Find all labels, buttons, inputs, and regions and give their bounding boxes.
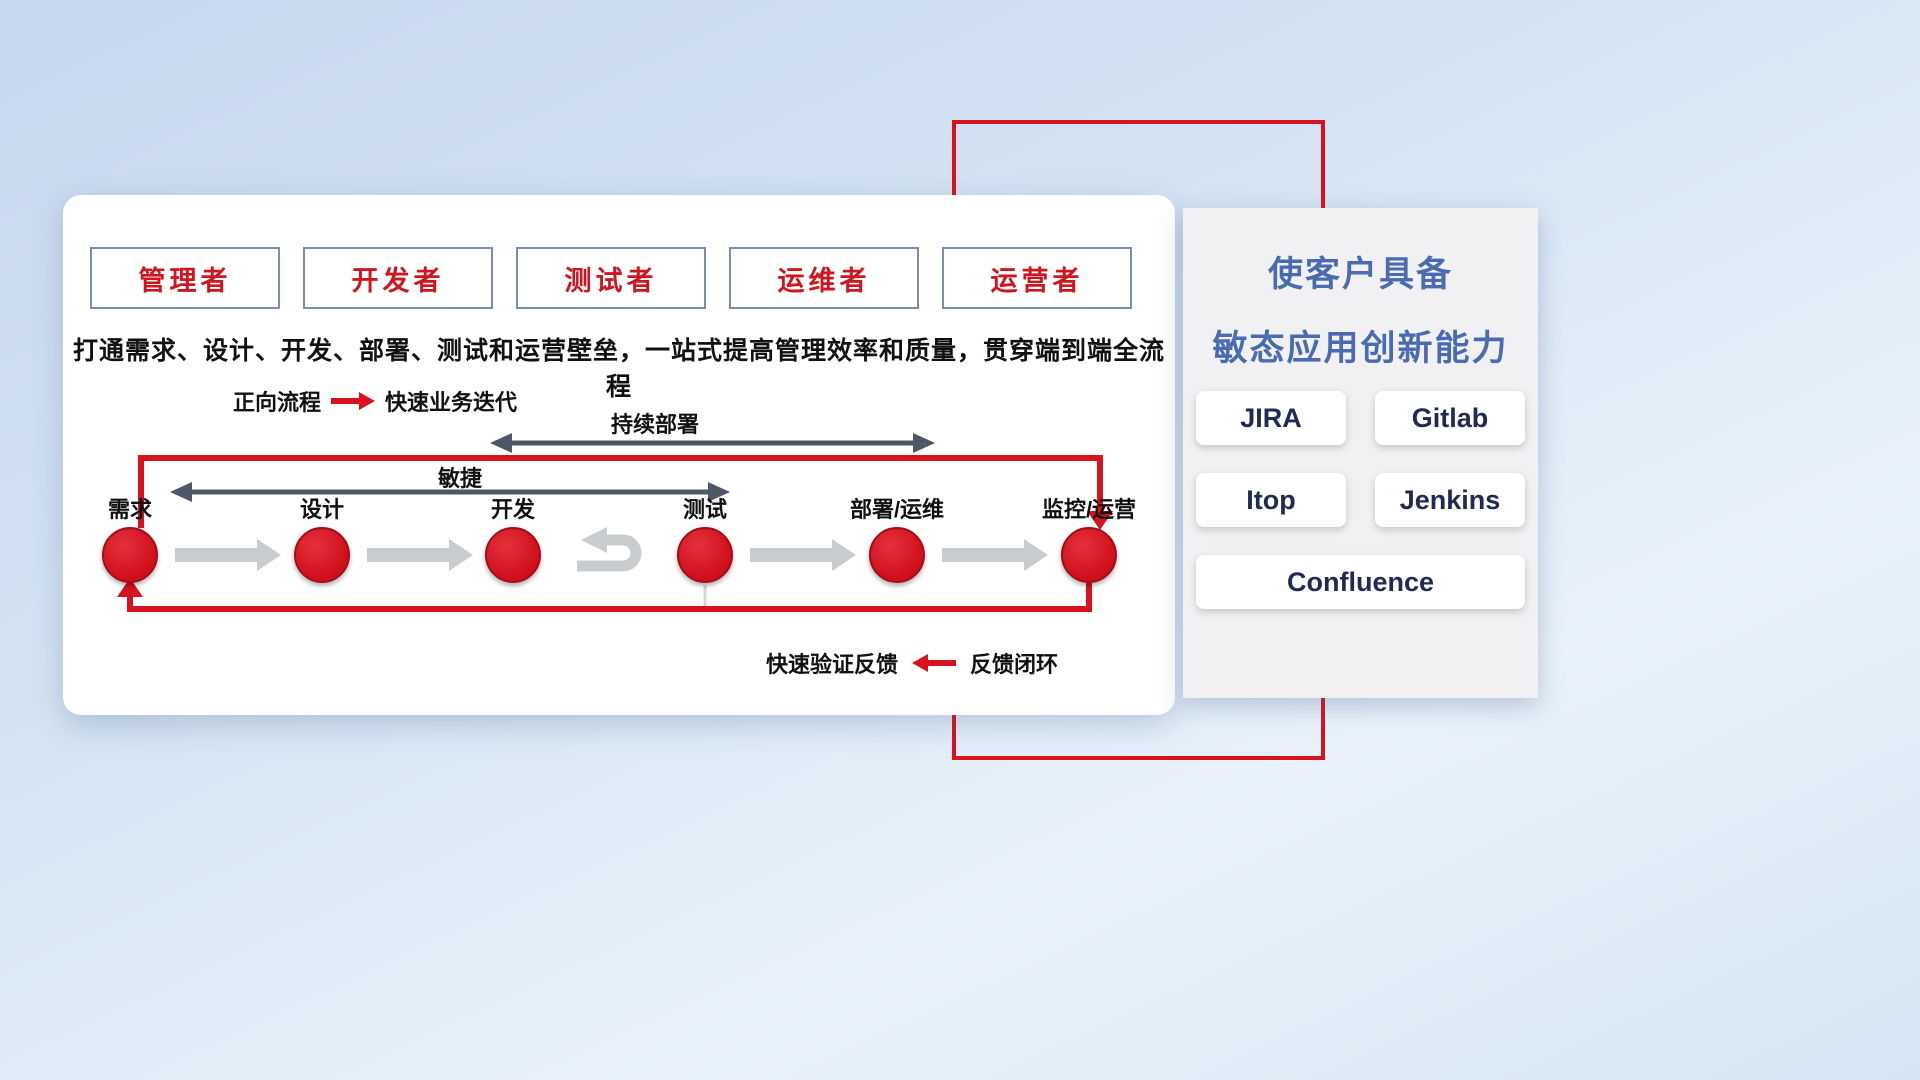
- agile-label: 敏捷: [437, 466, 483, 491]
- stage-node-icon: [294, 527, 350, 583]
- role-label: 开发者: [351, 265, 445, 296]
- roles-row: 管理者 开发者 测试者 运维者 运营者: [90, 247, 1132, 309]
- tool-jenkins: Jenkins: [1375, 473, 1525, 527]
- tool-confluence: Confluence: [1196, 555, 1525, 609]
- stage-label: 部署/运维: [849, 497, 945, 522]
- stage-label: 需求: [107, 497, 152, 522]
- panel-title: 使客户具备 敏态应用创新能力: [1183, 238, 1538, 386]
- stage-node-icon: [102, 527, 158, 583]
- stage-node-icon: [485, 527, 541, 583]
- tool-jira: JIRA: [1196, 391, 1346, 445]
- role-box-developer: 开发者: [303, 247, 493, 309]
- role-box-operator: 运营者: [942, 247, 1132, 309]
- workflow-card: 管理者 开发者 测试者 运维者 运营者 打通需求、设计、开发、部署、测试和运营壁…: [63, 195, 1175, 715]
- feedback-arrow-icon: [912, 654, 957, 672]
- stage-label: 开发: [490, 497, 535, 522]
- tool-itop: Itop: [1196, 473, 1346, 527]
- stage-deploy-ops: 部署/运维: [850, 497, 944, 583]
- tool-gitlab: Gitlab: [1375, 391, 1525, 445]
- role-label: 测试者: [564, 265, 658, 296]
- legend-feedback-value: 反馈闭环: [970, 652, 1059, 677]
- legend-forward-label: 正向流程: [233, 390, 322, 415]
- role-label: 管理者: [138, 265, 232, 296]
- capability-panel: 使客户具备 敏态应用创新能力 JIRA Gitlab Itop Jenkins …: [1183, 208, 1538, 698]
- legend-feedback-label: 快速验证反馈: [766, 652, 899, 677]
- panel-title-line2: 敏态应用创新能力: [1212, 329, 1509, 368]
- stage-requirements: 需求: [102, 497, 158, 583]
- stage-node-icon: [869, 527, 925, 583]
- role-label: 运维者: [777, 265, 871, 296]
- role-box-tester: 测试者: [516, 247, 706, 309]
- stage-monitor-operate: 监控/运营: [1042, 497, 1136, 583]
- stage-node-icon: [677, 527, 733, 583]
- legend-forward-value: 快速业务迭代: [385, 390, 518, 415]
- continuous-deploy-label: 持续部署: [610, 412, 700, 437]
- legend-forward: 正向流程 快速业务迭代: [233, 385, 517, 417]
- stage-node-icon: [1061, 527, 1117, 583]
- forward-arrow-icon: [331, 392, 376, 410]
- stage-label: 设计: [299, 497, 344, 522]
- tools-grid: JIRA Gitlab Itop Jenkins Confluence: [1196, 391, 1525, 609]
- role-box-manager: 管理者: [90, 247, 280, 309]
- stage-develop: 开发: [485, 497, 541, 583]
- role-label: 运营者: [990, 265, 1084, 296]
- role-box-ops: 运维者: [729, 247, 919, 309]
- stage-label: 测试: [682, 497, 727, 522]
- stage-design: 设计: [294, 497, 350, 583]
- stage-test: 测试: [677, 497, 733, 583]
- legend-feedback: 快速验证反馈 反馈闭环: [766, 647, 1058, 679]
- stage-label: 监控/运营: [1041, 497, 1137, 522]
- card-description: 打通需求、设计、开发、部署、测试和运营壁垒，一站式提高管理效率和质量，贯穿端到端…: [72, 337, 1165, 401]
- panel-title-line1: 使客户具备: [1267, 255, 1453, 294]
